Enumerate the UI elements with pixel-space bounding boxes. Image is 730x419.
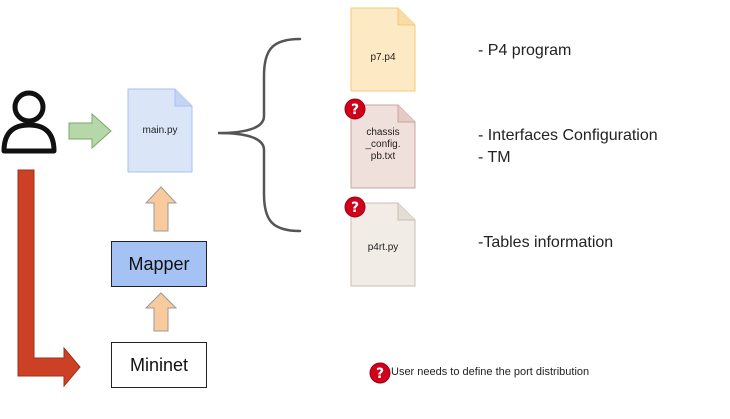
- file-icon: [350, 7, 416, 92]
- up-arrow-icon: [145, 186, 177, 232]
- main-file-label: main.py: [142, 125, 178, 136]
- mininet-box[interactable]: Mininet: [111, 342, 207, 388]
- file-icon: [350, 202, 416, 287]
- legend-text: User needs to define the port distributi…: [391, 366, 590, 378]
- p4rt-description: -Tables information: [478, 234, 614, 251]
- chassis-description-line1: - Interfaces Configuration: [478, 127, 658, 144]
- up-arrow-icon: [145, 292, 177, 332]
- brace-icon: [217, 37, 302, 233]
- chassis-file-label: chassis _config. pb.txt: [365, 127, 401, 162]
- p4rt-file-label: p4rt.py: [367, 242, 399, 253]
- file-icon: [127, 88, 193, 173]
- question-icon: ?: [344, 98, 366, 120]
- svg-text:?: ?: [351, 200, 359, 216]
- main-file[interactable]: main.py: [127, 88, 193, 173]
- question-icon: ?: [369, 362, 391, 384]
- right-arrow-icon: [68, 113, 112, 149]
- user-icon: [1, 90, 57, 154]
- p4rt-file[interactable]: p4rt.py: [350, 202, 416, 287]
- question-icon: ?: [344, 196, 366, 218]
- red-arrow-icon: [17, 169, 81, 388]
- svg-text:?: ?: [351, 102, 359, 118]
- svg-text:?: ?: [376, 366, 384, 382]
- p4-file[interactable]: p7.p4: [350, 7, 416, 92]
- p4-file-label: p7.p4: [370, 52, 396, 63]
- p4-description: - P4 program: [478, 42, 572, 59]
- chassis-file[interactable]: chassis _config. pb.txt: [350, 104, 416, 189]
- file-icon: [350, 104, 416, 189]
- chassis-description-line2: - TM: [478, 149, 511, 166]
- mapper-box[interactable]: Mapper: [111, 241, 207, 287]
